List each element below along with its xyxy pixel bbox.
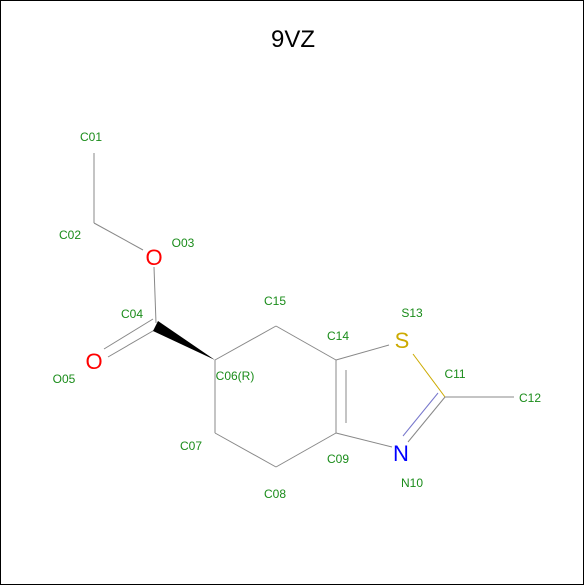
- atom-symbol-o03: O: [145, 245, 162, 270]
- bond-c15-c14: [275, 325, 337, 361]
- bond-n10-c09: [335, 432, 393, 448]
- atom-label-n10: N10: [401, 476, 423, 490]
- atom-label-c07: C07: [180, 439, 202, 453]
- bond-c04-o05-a: [103, 318, 154, 350]
- bonds: [93, 153, 514, 468]
- heteroatoms: O O S N: [85, 245, 409, 466]
- atom-label-c11: C11: [444, 367, 465, 381]
- atom-label-c02: C02: [59, 228, 81, 242]
- wedge-bond-c06-c04: [153, 321, 215, 360]
- bond-c08-c07: [214, 432, 277, 468]
- bond-c04-o05-b: [107, 327, 159, 358]
- atom-label-c09: C09: [327, 452, 349, 466]
- atom-label-o05: O05: [53, 372, 76, 386]
- atom-label-c14: C14: [327, 329, 349, 343]
- atom-label-o03: O03: [172, 236, 195, 250]
- atom-symbol-n10: N: [393, 441, 409, 466]
- atom-labels: C01 C02 O03 C04 O05 C06(R) C07 C08 C09 N…: [53, 130, 542, 501]
- bond-c14-s13: [335, 344, 390, 361]
- bond-c11-n10-b: [402, 392, 439, 437]
- atom-symbol-o05: O: [85, 349, 102, 374]
- atom-label-s13: S13: [401, 306, 423, 320]
- atom-label-c15: C15: [264, 294, 286, 308]
- atom-symbol-s13: S: [395, 328, 410, 353]
- atom-label-c08: C08: [264, 487, 286, 501]
- bond-c11-n10-a: [407, 396, 446, 443]
- atom-label-c01: C01: [80, 130, 102, 144]
- bond-s13-c11: [412, 353, 446, 398]
- atom-label-c12: C12: [519, 391, 541, 405]
- bond-c06-c15: [214, 325, 277, 361]
- bond-c09-c08: [275, 432, 337, 468]
- atom-label-c04: C04: [121, 307, 143, 321]
- atom-label-c06: C06(R): [216, 369, 255, 383]
- bond-c02-o03: [93, 222, 144, 251]
- bond-o03-c04: [153, 266, 157, 324]
- molecule-title: 9VZ: [271, 26, 315, 53]
